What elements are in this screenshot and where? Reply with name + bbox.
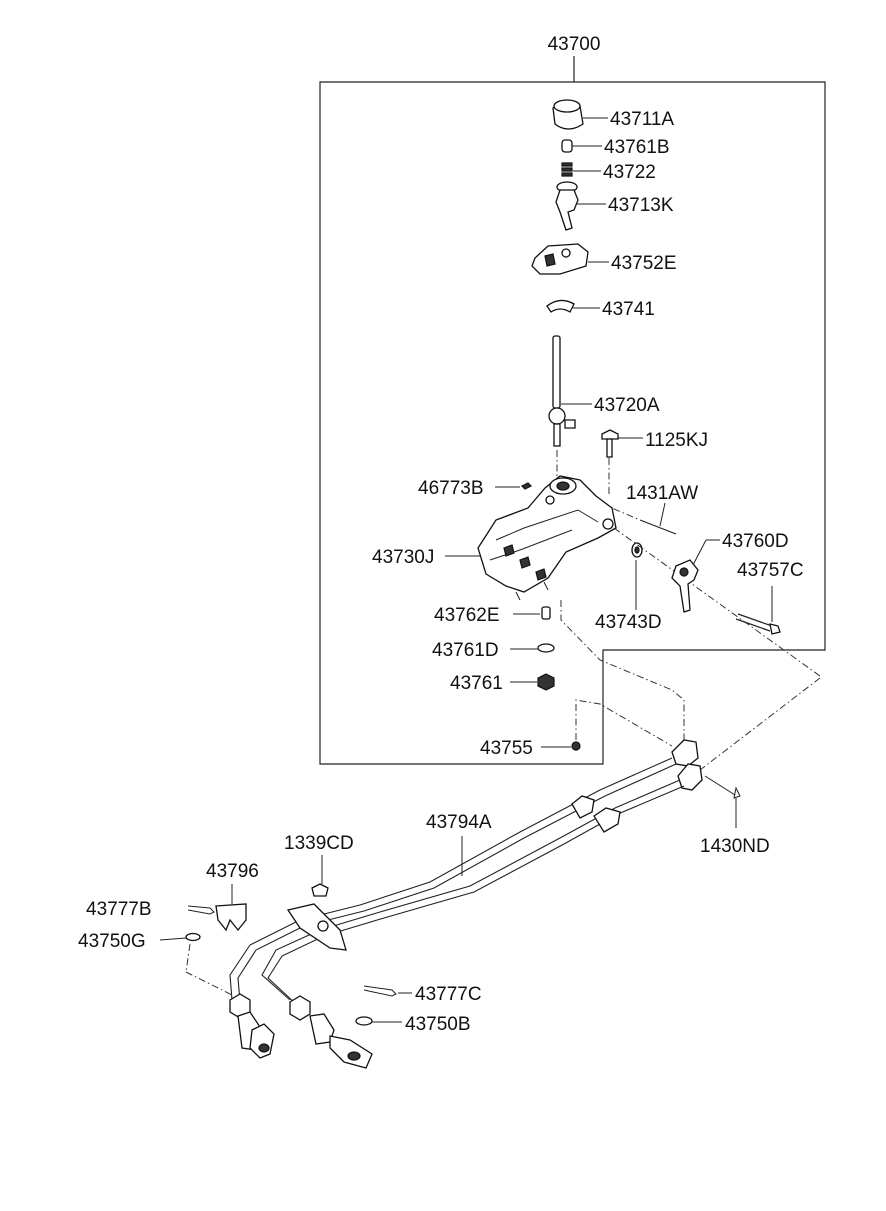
label-43741: 43741 (602, 299, 655, 320)
assembly-frame (319, 56, 826, 765)
label-1125KJ: 1125KJ (645, 430, 708, 451)
label-43794A: 43794A (426, 812, 492, 833)
guide-lines (560, 600, 821, 771)
cotter-pin-43777C (363, 985, 412, 997)
label-1339CD: 1339CD (284, 833, 354, 854)
label-43761D: 43761D (432, 640, 499, 661)
label-43760D: 43760D (722, 531, 789, 552)
label-43730J: 43730J (372, 547, 434, 568)
assembly-label: 43700 (548, 34, 601, 55)
label-43743D: 43743D (595, 612, 662, 633)
label-43713K: 43713K (608, 195, 674, 216)
cable-end-right (289, 995, 373, 1069)
lever-block (531, 243, 609, 275)
clip-46773B (495, 482, 533, 490)
label-43761: 43761 (450, 673, 503, 694)
washer-43761D (510, 643, 555, 653)
cable-end-left (229, 993, 275, 1059)
label-1431AW: 1431AW (626, 483, 698, 504)
cotter-pin-43777B (187, 905, 215, 915)
label-1430ND: 1430ND (700, 836, 770, 857)
shift-plunger (555, 181, 606, 231)
label-43750G: 43750G (78, 931, 146, 952)
small-bushing (561, 139, 602, 153)
bolt-43757C (735, 586, 781, 635)
grommet-plate (286, 855, 347, 951)
label-43777B: 43777B (86, 899, 152, 920)
retaining-ring (546, 299, 600, 313)
label-43711A: 43711A (610, 109, 674, 130)
bolt-1125KJ (601, 429, 643, 495)
label-43757C: 43757C (737, 560, 804, 581)
cap-43755 (541, 741, 581, 751)
label-43720A: 43720A (594, 395, 660, 416)
shift-knob (552, 99, 608, 130)
label-46773B: 46773B (418, 478, 484, 499)
label-43777C: 43777C (415, 984, 482, 1005)
cable-upper-ends (671, 739, 741, 828)
washer-43750G (159, 932, 233, 996)
label-43796: 43796 (206, 861, 259, 882)
pin-1431AW (599, 502, 677, 535)
spring (561, 162, 601, 177)
label-43750B: 43750B (405, 1014, 471, 1035)
cable-clip-bracket (215, 884, 247, 932)
select-lever (671, 539, 720, 613)
shift-cables (229, 757, 685, 1005)
label-43752E: 43752E (611, 253, 677, 274)
label-43762E: 43762E (434, 605, 500, 626)
nut-43761 (510, 673, 555, 691)
shift-lever (548, 335, 592, 478)
label-43722: 43722 (603, 162, 656, 183)
shifter-housing (445, 475, 617, 601)
washer-43750B (355, 1016, 402, 1026)
pin-43762E (513, 606, 551, 620)
label-43761B: 43761B (604, 137, 670, 158)
bushing-43743D (613, 527, 821, 677)
label-43755: 43755 (480, 738, 533, 759)
